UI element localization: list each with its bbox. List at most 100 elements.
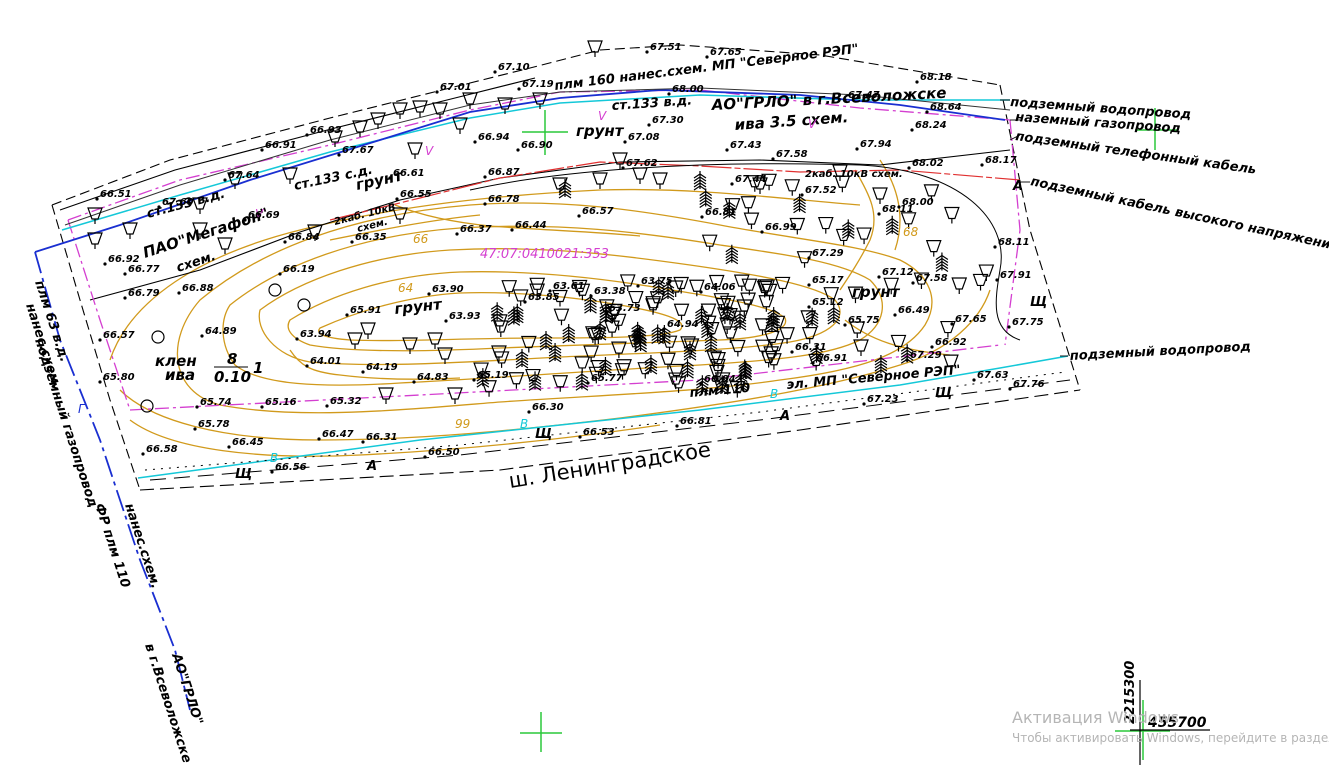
shrub-icon [392,102,408,119]
elevation-label: 66.56 [275,462,307,473]
elevation-label: 63.38 [594,286,626,297]
shrub-icon [900,212,917,229]
survey-point-icon [361,440,365,444]
elevation-label: 67.62 [626,158,658,169]
plm110-label: плм 110 [689,381,751,401]
shrub-icon [834,175,851,193]
shrub-icon [481,380,497,397]
letter-a-2: А [779,409,790,424]
schem-label: схем. [175,249,218,276]
conifer-icon [507,306,521,326]
letter-a-1: А [1012,179,1023,194]
coordinate-x-label: 455700 [1147,715,1207,731]
contour-label-68: 68 [903,225,919,239]
elevation-label: 68.17 [985,155,1017,166]
shrub-icon [883,277,900,295]
iva-small-label: ива [165,366,195,384]
survey-point-icon [662,327,666,331]
shrub-icon [849,321,866,338]
shrub-icon [217,237,233,254]
shrub-icon [192,197,208,214]
letter-sh-1: Щ [1030,295,1047,310]
survey-point-icon [523,300,527,304]
elevation-label: 66.19 [283,264,315,275]
survey-point-icon [950,322,954,326]
elevation-label: 66.84 [288,232,320,243]
survey-point-icon [675,424,679,428]
survey-point-icon [586,381,590,385]
cable-right-label: 2каб. 10кВ схем. [805,168,903,180]
shrub-icon [616,359,632,376]
elevation-label: 66.55 [400,189,432,200]
conifer-icon [733,311,747,331]
elevation-label: 66.57 [103,330,135,341]
shrub-icon [913,272,930,290]
survey-point-icon [435,90,439,94]
tree-icon [297,298,311,312]
letter-vmag-1: V [255,207,264,221]
survey-point-icon [278,272,282,276]
survey-point-icon [98,338,102,342]
telephone-cable-label: подземный телефонный кабель [1014,129,1257,178]
elevation-label: 66.50 [428,447,460,458]
elevation-label: 67.75 [1012,317,1044,328]
shrub-icon [796,251,813,268]
survey-point-icon [893,313,897,317]
shrub-icon [784,179,801,196]
shrub-icon [719,317,736,335]
elevation-label: 65.91 [350,305,382,316]
conifer-icon [528,371,542,391]
survey-point-icon [260,405,264,409]
shrub-icon [532,92,548,109]
elevation-label: 66.93 [310,125,342,136]
survey-point-icon [911,281,915,285]
survey-point-icon [548,289,552,293]
survey-point-icon [980,163,984,167]
elevation-label: 67.08 [628,132,660,143]
elevation-label: 66.90 [521,140,553,151]
survey-point-icon [760,230,764,234]
survey-point-icon [623,140,627,144]
shrub-icon [667,280,684,297]
elevation-label: 66.37 [460,224,492,235]
survey-point-icon [493,70,497,74]
survey-point-icon [905,358,909,362]
shrub-icon [808,353,824,371]
conifer-icon [633,326,647,346]
shrub-icon [660,352,676,370]
activation-title: Активация Windows [1012,708,1179,727]
survey-point-icon [811,361,815,365]
survey-point-icon [897,205,901,209]
survey-point-icon [337,153,341,157]
survey-point-icon [98,380,102,384]
survey-point-icon [412,380,416,384]
elevation-label: 66.31 [366,432,398,443]
elevation-label: 63.61 [553,281,585,292]
elevation-label: 64.89 [205,326,237,337]
elevation-label: 63.73 [609,303,641,314]
elevation-label: 65.32 [330,396,362,407]
survey-point-icon [200,334,204,338]
shrub-icon [779,327,795,344]
shrub-icon [501,280,518,297]
survey-point-icon [141,452,145,456]
letter-g-1: Г [78,402,86,416]
shrub-icon [588,366,605,384]
shrub-icon [122,222,138,239]
conifer-icon [644,355,658,375]
survey-point-icon [473,140,477,144]
elevation-label: 64.83 [417,372,449,383]
elevation-label: 66.35 [355,232,387,243]
conifer-icon [548,342,562,363]
shrub-icon [592,172,608,189]
survey-point-icon [325,404,329,408]
shrub-icon [637,362,654,379]
survey-point-icon [699,290,703,294]
survey-point-icon [483,202,487,206]
elevation-label: 66.45 [232,437,264,448]
survey-point-icon [103,262,107,266]
conifer-icon [725,244,739,265]
